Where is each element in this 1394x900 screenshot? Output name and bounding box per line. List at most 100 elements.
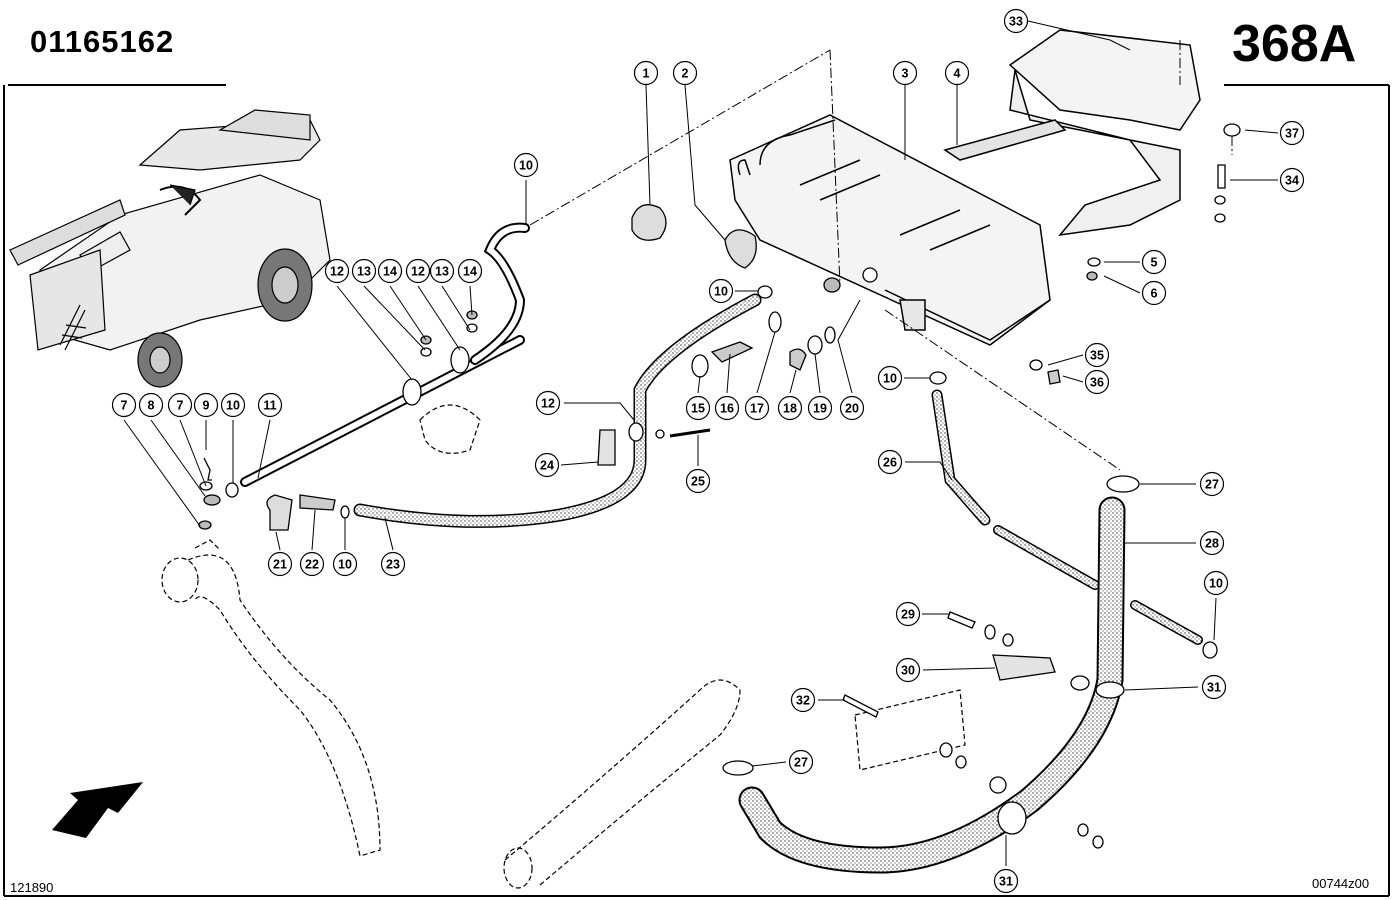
callout-label: 18 xyxy=(783,402,797,416)
callout-circle xyxy=(324,258,350,284)
callout-29: 29 xyxy=(895,601,921,627)
callout-circle xyxy=(777,395,803,421)
callout-circle xyxy=(534,452,560,478)
callout-32: 32 xyxy=(790,687,816,713)
callout-circle xyxy=(457,258,483,284)
callout-circle xyxy=(167,392,193,418)
callout-label: 27 xyxy=(794,756,808,770)
callout-10: 10 xyxy=(332,551,358,577)
callout-10: 10 xyxy=(513,152,539,178)
callout-11: 11 xyxy=(257,392,283,418)
callout-circle xyxy=(744,395,770,421)
page-code: 368A xyxy=(1232,15,1357,73)
callout-label: 7 xyxy=(177,399,184,413)
callout-circle xyxy=(405,258,431,284)
callout-label: 31 xyxy=(999,875,1013,889)
callout-37: 37 xyxy=(1279,120,1305,146)
callout-label: 11 xyxy=(263,399,276,413)
callout-circle xyxy=(299,551,325,577)
callout-circle xyxy=(788,749,814,775)
callout-circle xyxy=(895,601,921,627)
callout-label: 10 xyxy=(519,159,533,173)
callout-circle xyxy=(351,258,377,284)
callout-label: 35 xyxy=(1090,349,1104,363)
callout-label: 14 xyxy=(463,265,477,279)
callout-circle xyxy=(1201,674,1227,700)
callout-label: 17 xyxy=(750,402,764,416)
callout-label: 33 xyxy=(1009,15,1023,29)
callout-circle xyxy=(1084,369,1110,395)
callout-label: 27 xyxy=(1205,478,1219,492)
callout-10: 10 xyxy=(877,365,903,391)
callout-circle xyxy=(332,551,358,577)
callout-label: 10 xyxy=(226,399,240,413)
callout-12: 12 xyxy=(535,390,561,416)
callout-circle xyxy=(1141,249,1167,275)
callout-25: 25 xyxy=(685,468,711,494)
callout-label: 12 xyxy=(541,397,555,411)
callout-10: 10 xyxy=(220,392,246,418)
callout-label: 26 xyxy=(883,456,897,470)
callout-circle xyxy=(672,60,698,86)
callout-circle xyxy=(685,468,711,494)
callout-label: 14 xyxy=(383,265,397,279)
callout-circle xyxy=(1003,8,1029,34)
callout-label: 10 xyxy=(338,558,352,572)
direction-arrow-icon xyxy=(52,782,143,838)
callout-circle xyxy=(790,687,816,713)
callout-label: 7 xyxy=(121,399,128,413)
callout-circle xyxy=(685,395,711,421)
callout-27: 27 xyxy=(788,749,814,775)
callout-19: 19 xyxy=(807,395,833,421)
fuel-tank-assembly xyxy=(729,29,1201,346)
callout-2: 2 xyxy=(672,60,698,86)
sheet-frame xyxy=(3,84,1390,897)
callout-label: 31 xyxy=(1207,681,1221,695)
callout-36: 36 xyxy=(1084,369,1110,395)
leader-lines xyxy=(123,20,1279,866)
callout-label: 25 xyxy=(691,475,705,489)
callout-label: 12 xyxy=(330,265,344,279)
callout-label: 19 xyxy=(813,402,827,416)
callout-label: 28 xyxy=(1205,537,1219,551)
callout-18: 18 xyxy=(777,395,803,421)
callout-12: 12 xyxy=(405,258,431,284)
callout-circle xyxy=(1199,471,1225,497)
callout-label: 30 xyxy=(901,664,915,678)
callout-circle xyxy=(513,152,539,178)
callout-14: 14 xyxy=(377,258,403,284)
callout-label: 6 xyxy=(1151,287,1158,301)
callout-label: 8 xyxy=(148,399,155,413)
callout-31: 31 xyxy=(1201,674,1227,700)
callout-circle xyxy=(1203,570,1229,596)
callout-9: 9 xyxy=(193,392,219,418)
callout-circle xyxy=(708,278,734,304)
callout-label: 12 xyxy=(411,265,425,279)
callout-20: 20 xyxy=(839,395,865,421)
callout-27: 27 xyxy=(1199,471,1225,497)
callout-24: 24 xyxy=(534,452,560,478)
callout-7: 7 xyxy=(167,392,193,418)
callout-label: 23 xyxy=(386,558,400,572)
callout-34: 34 xyxy=(1279,167,1305,193)
callout-28: 28 xyxy=(1199,530,1225,556)
callout-circle xyxy=(944,60,970,86)
callout-circle xyxy=(877,449,903,475)
callout-label: 16 xyxy=(720,402,734,416)
callout-7: 7 xyxy=(111,392,137,418)
callout-circle xyxy=(267,551,293,577)
callout-label: 1 xyxy=(643,67,650,81)
phantom-components xyxy=(161,404,966,889)
callout-6: 6 xyxy=(1141,280,1167,306)
callout-circle xyxy=(429,258,455,284)
callout-circle xyxy=(1084,342,1110,368)
callout-17: 17 xyxy=(744,395,770,421)
callout-circle xyxy=(1199,530,1225,556)
callout-label: 24 xyxy=(540,459,554,473)
callout-label: 4 xyxy=(954,67,961,81)
callout-label: 5 xyxy=(1151,256,1158,270)
callout-label: 36 xyxy=(1090,376,1104,390)
callout-circle xyxy=(714,395,740,421)
part-number: 01165162 xyxy=(30,24,175,59)
